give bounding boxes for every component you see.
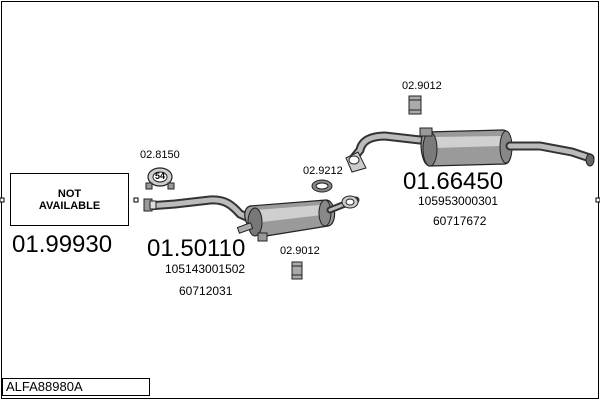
ref-middle-silencer-1: 105143001502 [165, 262, 246, 276]
part-number-middle-silencer[interactable]: 01.50110 [147, 235, 246, 262]
fitting-code-hanger-middle[interactable]: 02.9012 [280, 245, 320, 257]
fitting-code-gasket[interactable]: 02.9212 [303, 165, 343, 177]
clamp-size-badge: 54 [154, 171, 165, 181]
frame-marker-left [0, 197, 5, 203]
rear-silencer [345, 127, 595, 173]
not-available-line2: AVAILABLE [38, 199, 101, 212]
ref-rear-silencer-2: 60717672 [433, 214, 487, 228]
fitting-code-hanger-rear[interactable]: 02.9012 [402, 80, 442, 92]
gasket-fitting [311, 179, 333, 193]
front-pipe [143, 195, 263, 227]
middle-silencer [236, 195, 360, 237]
part-number-rear-silencer[interactable]: 01.66450 [403, 168, 504, 195]
placeholder-marker [133, 197, 139, 203]
not-available-line1: NOT [57, 187, 82, 200]
rubber-hanger-middle [257, 232, 303, 280]
clamp-fitting [145, 167, 175, 190]
rubber-hanger-rear [408, 95, 422, 115]
not-available-text: NOT AVAILABLE [39, 188, 100, 212]
ref-rear-silencer-1: 105953000301 [418, 194, 499, 208]
fitting-code-clamp[interactable]: 02.8150 [140, 149, 180, 161]
not-available-box: NOT AVAILABLE [10, 173, 129, 226]
diagram-code-box: ALFA88980A [2, 378, 150, 396]
ref-middle-silencer-2: 60712031 [179, 284, 233, 298]
part-number-unavailable[interactable]: 01.99930 [12, 231, 113, 258]
frame-marker-right [595, 197, 600, 203]
